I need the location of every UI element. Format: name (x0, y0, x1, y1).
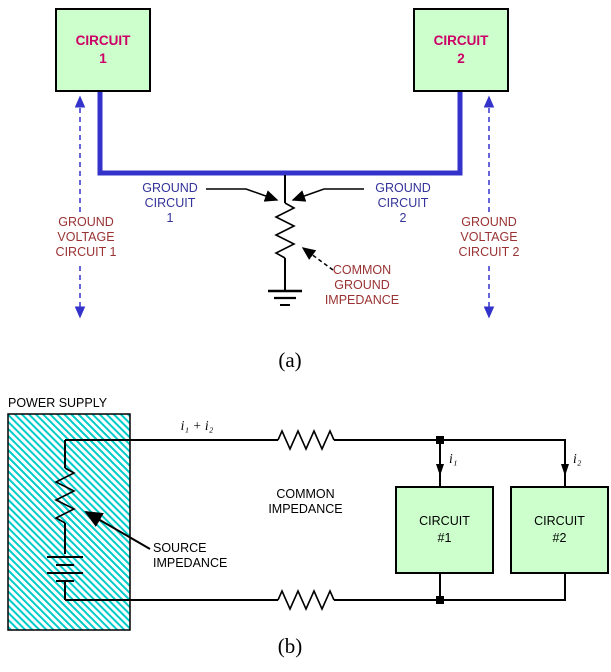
common-ground-impedance-arrow (301, 247, 334, 271)
current-arrow-i1 (436, 464, 444, 476)
ground-circuit-1-arrow (206, 188, 279, 202)
circuit-2-label: CIRCUIT 2 (433, 33, 489, 66)
caption-b: (b) (277, 634, 303, 658)
common-ground-impedance-label: COMMON GROUND IMPEDANCE (324, 263, 400, 307)
power-supply-label: POWER SUPPLY (8, 396, 108, 410)
common-impedance-label: COMMON IMPEDANCE (268, 487, 343, 516)
circuit-2-box: CIRCUIT 2 (413, 8, 509, 92)
current-sum-label: i₁ + i₂ (180, 418, 214, 433)
supply-internal-circuit (47, 440, 83, 600)
current-arrow-i2 (561, 464, 569, 476)
source-impedance-arrow (84, 510, 151, 550)
top-supply-wire (65, 429, 566, 486)
circuit-b1-box: CIRCUIT #1 (395, 486, 494, 574)
ground-circuit-2-label: GROUND CIRCUIT 2 (375, 181, 431, 225)
circuit-b1-label: CIRCUIT #1 (419, 514, 470, 545)
circuit-1-box: CIRCUIT 1 (55, 8, 151, 92)
circuit-b2-label: CIRCUIT #2 (534, 514, 585, 545)
junction-node-top (436, 436, 444, 444)
circuit-b2-box: CIRCUIT #2 (510, 486, 609, 574)
ground-bus-wire (97, 88, 463, 176)
caption-a: (a) (278, 348, 302, 372)
ground-symbol (268, 289, 302, 306)
current-i2-label: i₂ (573, 451, 582, 466)
power-supply-box (7, 413, 131, 631)
ground-circuit-1-label: GROUND CIRCUIT 1 (142, 181, 198, 225)
common-impedance-resistor-top (277, 429, 335, 451)
junction-node-bottom (436, 596, 444, 604)
ground-voltage-circuit-1-label: GROUND VOLTAGE CIRCUIT 1 (55, 215, 117, 259)
ground-voltage-circuit-2-label: GROUND VOLTAGE CIRCUIT 2 (458, 215, 520, 259)
current-i1-label: i₁ (449, 451, 458, 466)
source-impedance-label: SOURCE IMPEDANCE (153, 541, 228, 570)
source-impedance-resistor (54, 467, 76, 524)
common-impedance-resistor-bottom (277, 589, 335, 611)
common-ground-impedance-resistor (274, 175, 296, 291)
bottom-supply-wire (65, 570, 566, 611)
circuit-1-label: CIRCUIT 1 (75, 33, 131, 66)
ground-circuit-2-arrow (291, 188, 364, 202)
